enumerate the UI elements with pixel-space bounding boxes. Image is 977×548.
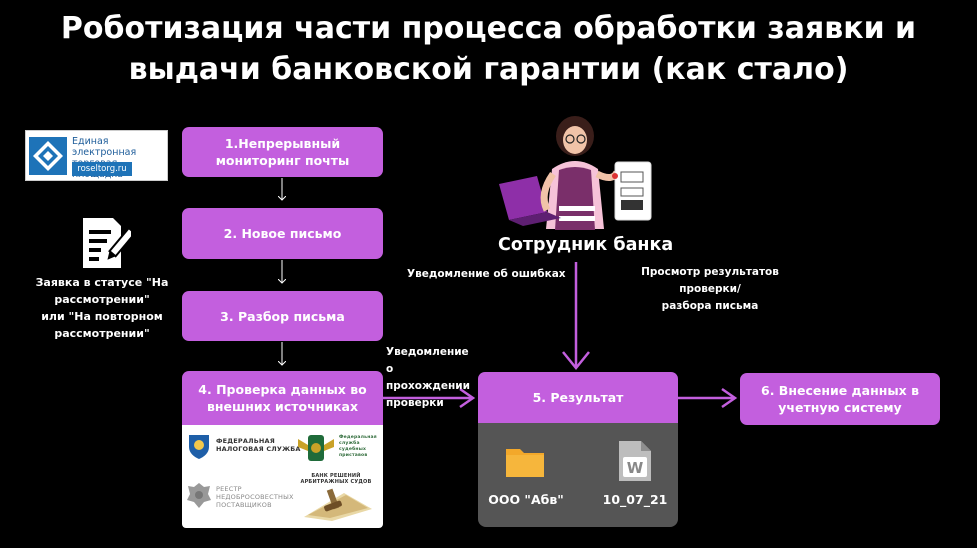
step-6-line-2: учетную систему [778,400,902,415]
step-5-result: 5. Результат [478,372,678,423]
roseltorg-logo: Единая электронная торговая площадка ros… [25,130,168,181]
step-6-data-entry: 6. Внесение данных в учетную систему [740,373,940,425]
arrow-employee-to-result [562,262,590,370]
check-passed-line-3: проверки [386,397,444,409]
check-passed-line-2: прохождении [386,380,470,392]
employee-label: Сотрудник банка [498,235,674,255]
arrow-step5-to-step6 [678,387,738,409]
roseltorg-domain: roseltorg.ru [72,162,132,176]
view-results-label: Просмотр результатов проверки/ разбора п… [614,264,806,315]
folder-caption: ООО "Абв" [488,492,564,507]
rnp-logo-text: РЕЕСТР НЕДОБРОСОВЕСТНЫХ ПОСТАВЩИКОВ [216,485,294,509]
title-line-2: выдачи банковской гарантии (как стало) [128,52,849,87]
rnp-line-1: РЕЕСТР [216,485,242,493]
step-3-letter-parsing: 3. Разбор письма [182,291,383,341]
kad-line-1: БАНК РЕШЕНИЙ [311,473,361,479]
request-note-line-1: Заявка в статусе "На [35,276,169,289]
request-note-line-4: рассмотрении" [54,327,150,340]
view-results-line-1: Просмотр результатов проверки/ [641,266,779,295]
fssp-line-1: Федеральная [339,435,377,440]
title-line-1: Роботизация части процесса обработки зая… [60,11,917,46]
rnp-emblem-icon [187,483,211,508]
view-results-line-2: разбора письма [661,300,759,312]
step-4-line-2: внешних источниках [206,399,359,414]
step-2-new-letter: 2. Новое письмо [182,208,383,259]
fssp-emblem-icon [298,435,334,461]
fssp-line-3: приставов [339,453,368,458]
check-passed-line-1: Уведомление о [386,346,469,375]
request-status-note: Заявка в статусе "На рассмотрении" или "… [22,274,182,342]
check-passed-label: Уведомление о прохождении проверки [386,344,476,412]
doc-letter: W [626,459,644,477]
folder-icon [506,449,544,477]
step-1-line-1: 1.Непрерывный [224,136,341,151]
fns-line-2: НАЛОГОВАЯ СЛУЖБА [216,445,301,453]
roseltorg-emblem-icon [29,137,67,175]
doc-caption: 10_07_21 [602,492,668,507]
kad-books-icon [304,488,372,521]
external-sources-panel: ФЕДЕРАЛЬНАЯ НАЛОГОВАЯ СЛУЖБА Федеральная… [182,425,383,528]
step-4-external-check: 4. Проверка данных во внешних источниках [182,371,383,425]
fns-line-1: ФЕДЕРАЛЬНАЯ [216,437,275,445]
step-6-line-1: 6. Внесение данных в [761,383,919,398]
step-5-label: 5. Результат [532,390,624,405]
kad-logo-text: БАНК РЕШЕНИЙ АРБИТРАЖНЫХ СУДОВ [298,473,374,485]
request-note-line-3: или "На повторном [41,310,163,323]
arrow-step4-to-step5 [383,387,476,409]
request-note-line-2: рассмотрении" [54,293,150,306]
fssp-line-2: служба судебных [339,441,367,452]
rnp-line-2: НЕДОБРОСОВЕСТНЫХ [216,493,294,501]
step-2-label: 2. Новое письмо [223,226,342,241]
roseltorg-line-1: Единая электронная [72,136,137,158]
fns-logo-text: ФЕДЕРАЛЬНАЯ НАЛОГОВАЯ СЛУЖБА [216,437,301,453]
step-1-mail-monitoring: 1.Непрерывный мониторинг почты [182,127,383,177]
document-pen-icon [83,218,131,268]
slide-title: Роботизация части процесса обработки зая… [0,8,977,90]
kad-line-2: АРБИТРАЖНЫХ СУДОВ [300,479,372,485]
result-files-panel: W ООО "Абв" 10_07_21 [478,423,678,527]
step-4-line-1: 4. Проверка данных во [198,382,367,397]
fssp-logo-text: Федеральная служба судебных приставов [339,435,383,459]
step-1-line-2: мониторинг почты [215,153,350,168]
word-document-icon [619,441,651,481]
step-3-label: 3. Разбор письма [220,308,345,324]
bank-employee-illustration [499,116,652,230]
errors-notification-label: Уведомление об ошибках [407,268,566,280]
fns-emblem-icon [189,435,209,459]
rnp-line-3: ПОСТАВЩИКОВ [216,501,272,509]
